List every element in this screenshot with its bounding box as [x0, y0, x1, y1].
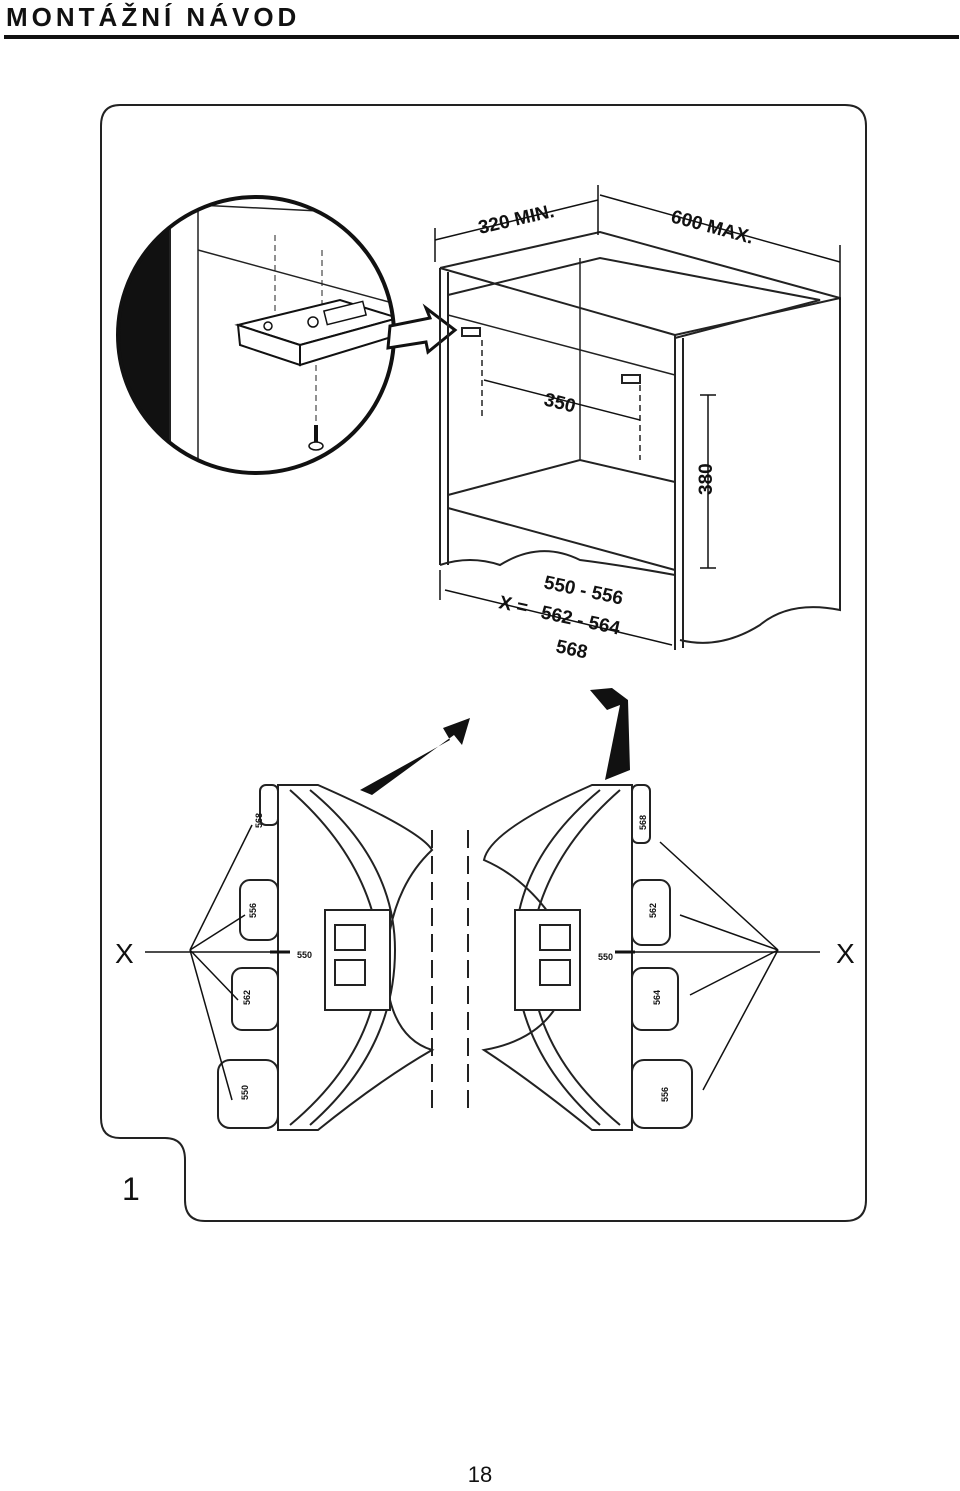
dimension-depth-min: 320 MIN.	[476, 201, 556, 239]
mark-right-1: 568	[638, 815, 648, 830]
template-right-marks: 568 562 550 564 556	[598, 815, 670, 1102]
template-left-marks: 568 556 562 550 550	[240, 813, 312, 1100]
figure-number: 1	[122, 1171, 140, 1207]
mark-right-4: 556	[660, 1087, 670, 1102]
figure-frame	[100, 104, 867, 1222]
dimension-x-value-2: 562 - 564	[539, 602, 622, 639]
page-title: MONTÁŽNÍ NÁVOD	[6, 2, 301, 32]
bracket-detail-magnifier	[116, 195, 458, 475]
x-reference-right	[615, 841, 820, 1091]
template-left	[217, 784, 435, 1131]
mark-right-center: 550	[598, 952, 613, 962]
dimension-lines	[434, 185, 841, 646]
dimension-x-value-3: 568	[554, 636, 589, 663]
mark-left-2: 556	[248, 903, 258, 918]
arrow-left-template-icon	[360, 718, 470, 795]
mark-right-3: 564	[652, 990, 662, 1005]
page-number: 18	[467, 1462, 493, 1487]
mark-left-3: 562	[242, 990, 252, 1005]
template-right	[481, 784, 693, 1131]
x-reference-left	[145, 824, 290, 1101]
dimension-height: 380	[696, 463, 717, 495]
header-divider	[4, 35, 959, 39]
dimension-x-label: X =	[497, 592, 530, 619]
mark-right-2: 562	[648, 903, 658, 918]
dimension-depth-max: 600 MAX.	[669, 207, 756, 249]
axis-label-left: X	[115, 938, 134, 969]
mark-left-4: 550	[240, 1085, 250, 1100]
dimension-spacing: 350	[542, 389, 578, 417]
mark-left-center: 550	[297, 950, 312, 960]
axis-label-right: X	[836, 938, 855, 969]
mark-left-1: 568	[254, 813, 264, 828]
arrow-right-template-icon	[590, 688, 630, 780]
cabinet-drawing	[439, 230, 841, 650]
